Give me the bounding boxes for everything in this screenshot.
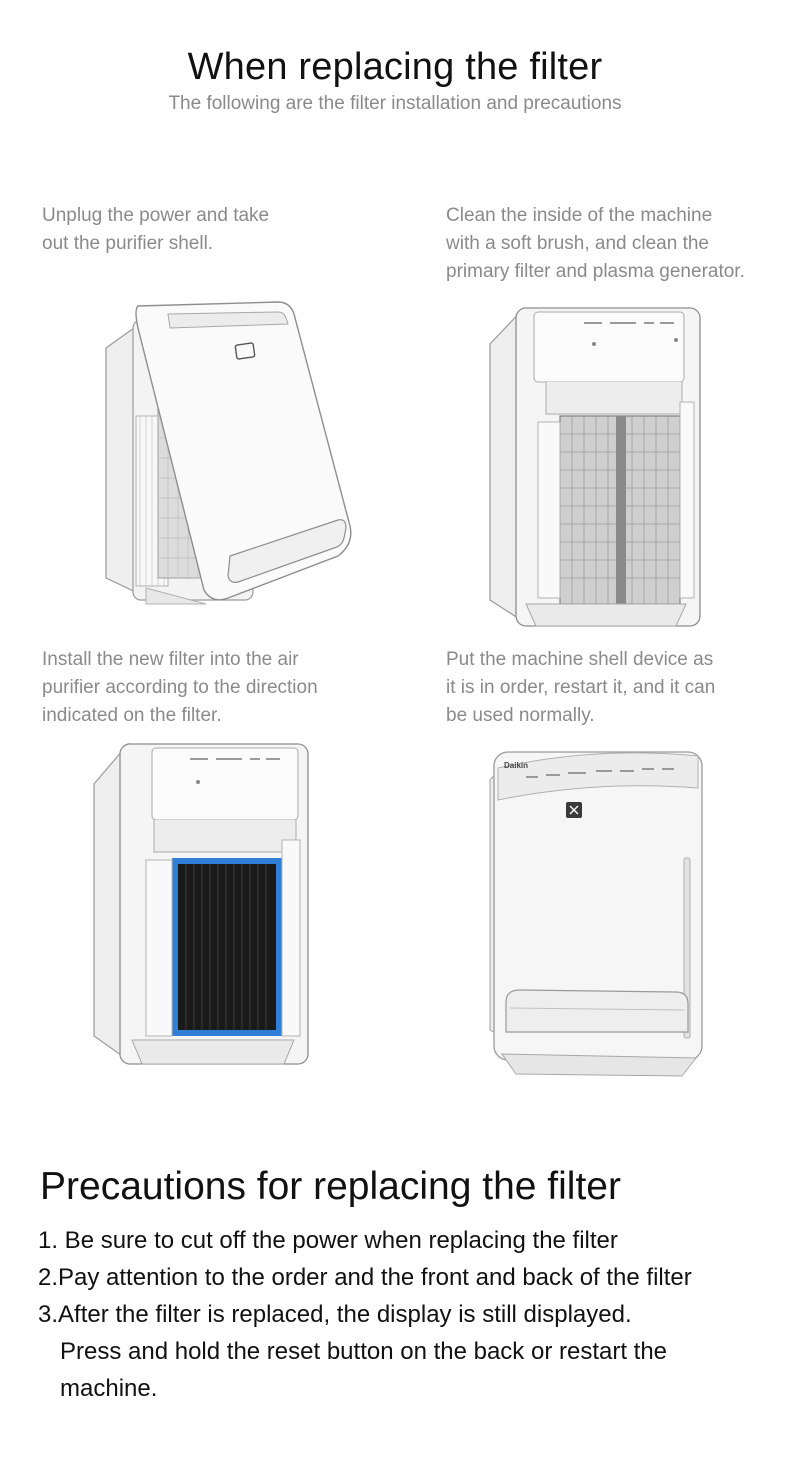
precautions-list: 1. Be sure to cut off the power when rep… <box>38 1222 692 1407</box>
precaution-item-2: 2.Pay attention to the order and the fro… <box>38 1264 692 1291</box>
svg-text:Daikin: Daikin <box>504 761 528 770</box>
step-3-line-1: Install the new filter into the air <box>42 649 299 670</box>
step-2-line-3: primary filter and plasma generator. <box>446 261 745 282</box>
step-3-text: Install the new filter into the air puri… <box>42 646 318 730</box>
page-subtitle: The following are the filter installatio… <box>168 93 622 114</box>
purifier-primary-filter-illustration <box>486 304 706 634</box>
step-4-line-2: it is in order, restart it, and it can <box>446 677 716 698</box>
precaution-item-3-continuation-1: Press and hold the reset button on the b… <box>60 1338 668 1365</box>
page-header: When replacing the filter The following … <box>0 44 790 116</box>
step-3-line-3: indicated on the filter. <box>42 705 222 726</box>
step-1-line-2: out the purifier shell. <box>42 233 214 254</box>
step-4-line-3: be used normally. <box>446 705 595 726</box>
step-1-line-1: Unplug the power and take <box>42 205 270 226</box>
precautions-title: Precautions for replacing the filter <box>40 1165 621 1208</box>
step-1-text: Unplug the power and take out the purifi… <box>42 202 269 258</box>
precaution-item-1: 1. Be sure to cut off the power when rep… <box>38 1227 618 1254</box>
step-2-line-2: with a soft brush, and clean the <box>446 233 709 254</box>
step-4-line-1: Put the machine shell device as <box>446 649 714 670</box>
precaution-item-3-continuation-2: machine. <box>60 1375 158 1402</box>
purifier-new-filter-illustration <box>90 740 314 1070</box>
purifier-shell-opened-illustration <box>88 298 368 608</box>
precaution-item-3: 3.After the filter is replaced, the disp… <box>38 1301 632 1328</box>
step-2-line-1: Clean the inside of the machine <box>446 205 713 226</box>
step-2-text: Clean the inside of the machine with a s… <box>446 202 745 286</box>
step-3-line-2: purifier according to the direction <box>42 677 318 698</box>
purifier-assembled-illustration: Daikin <box>486 740 708 1080</box>
step-4-text: Put the machine shell device as it is in… <box>446 646 715 730</box>
page-title: When replacing the filter <box>187 46 603 88</box>
